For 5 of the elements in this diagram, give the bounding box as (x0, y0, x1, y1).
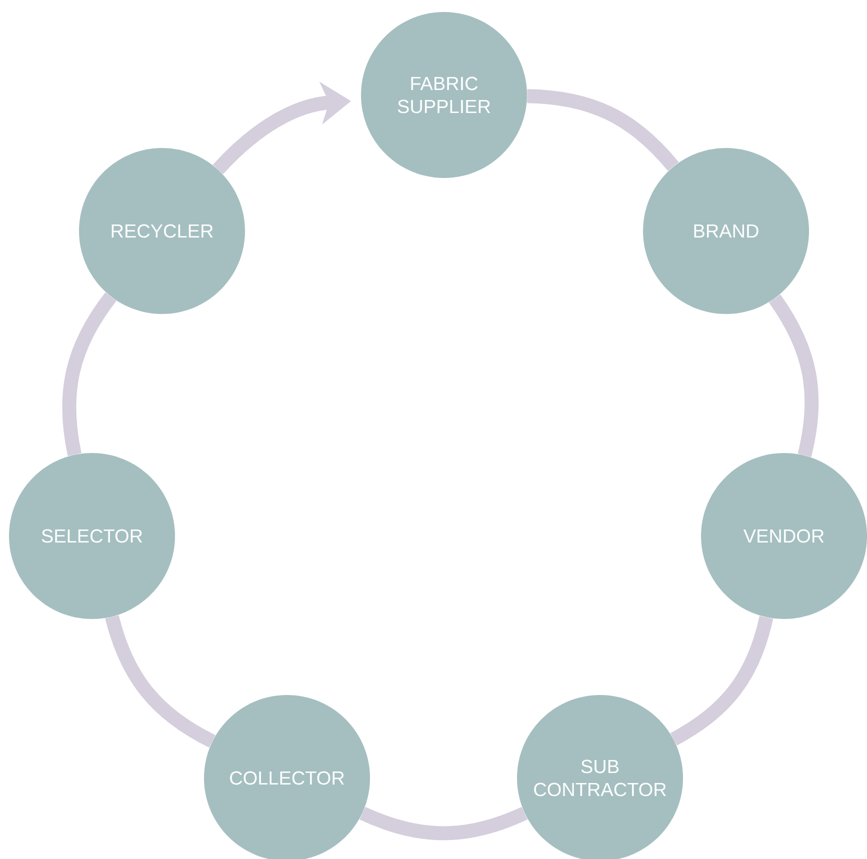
circle-node: RECYCLER (79, 148, 245, 314)
circle-node: VENDOR (701, 453, 867, 619)
circle-node: SELECTOR (9, 453, 175, 619)
circle-node: FABRIC SUPPLIER (361, 12, 527, 178)
circle-node: BRAND (643, 148, 809, 314)
